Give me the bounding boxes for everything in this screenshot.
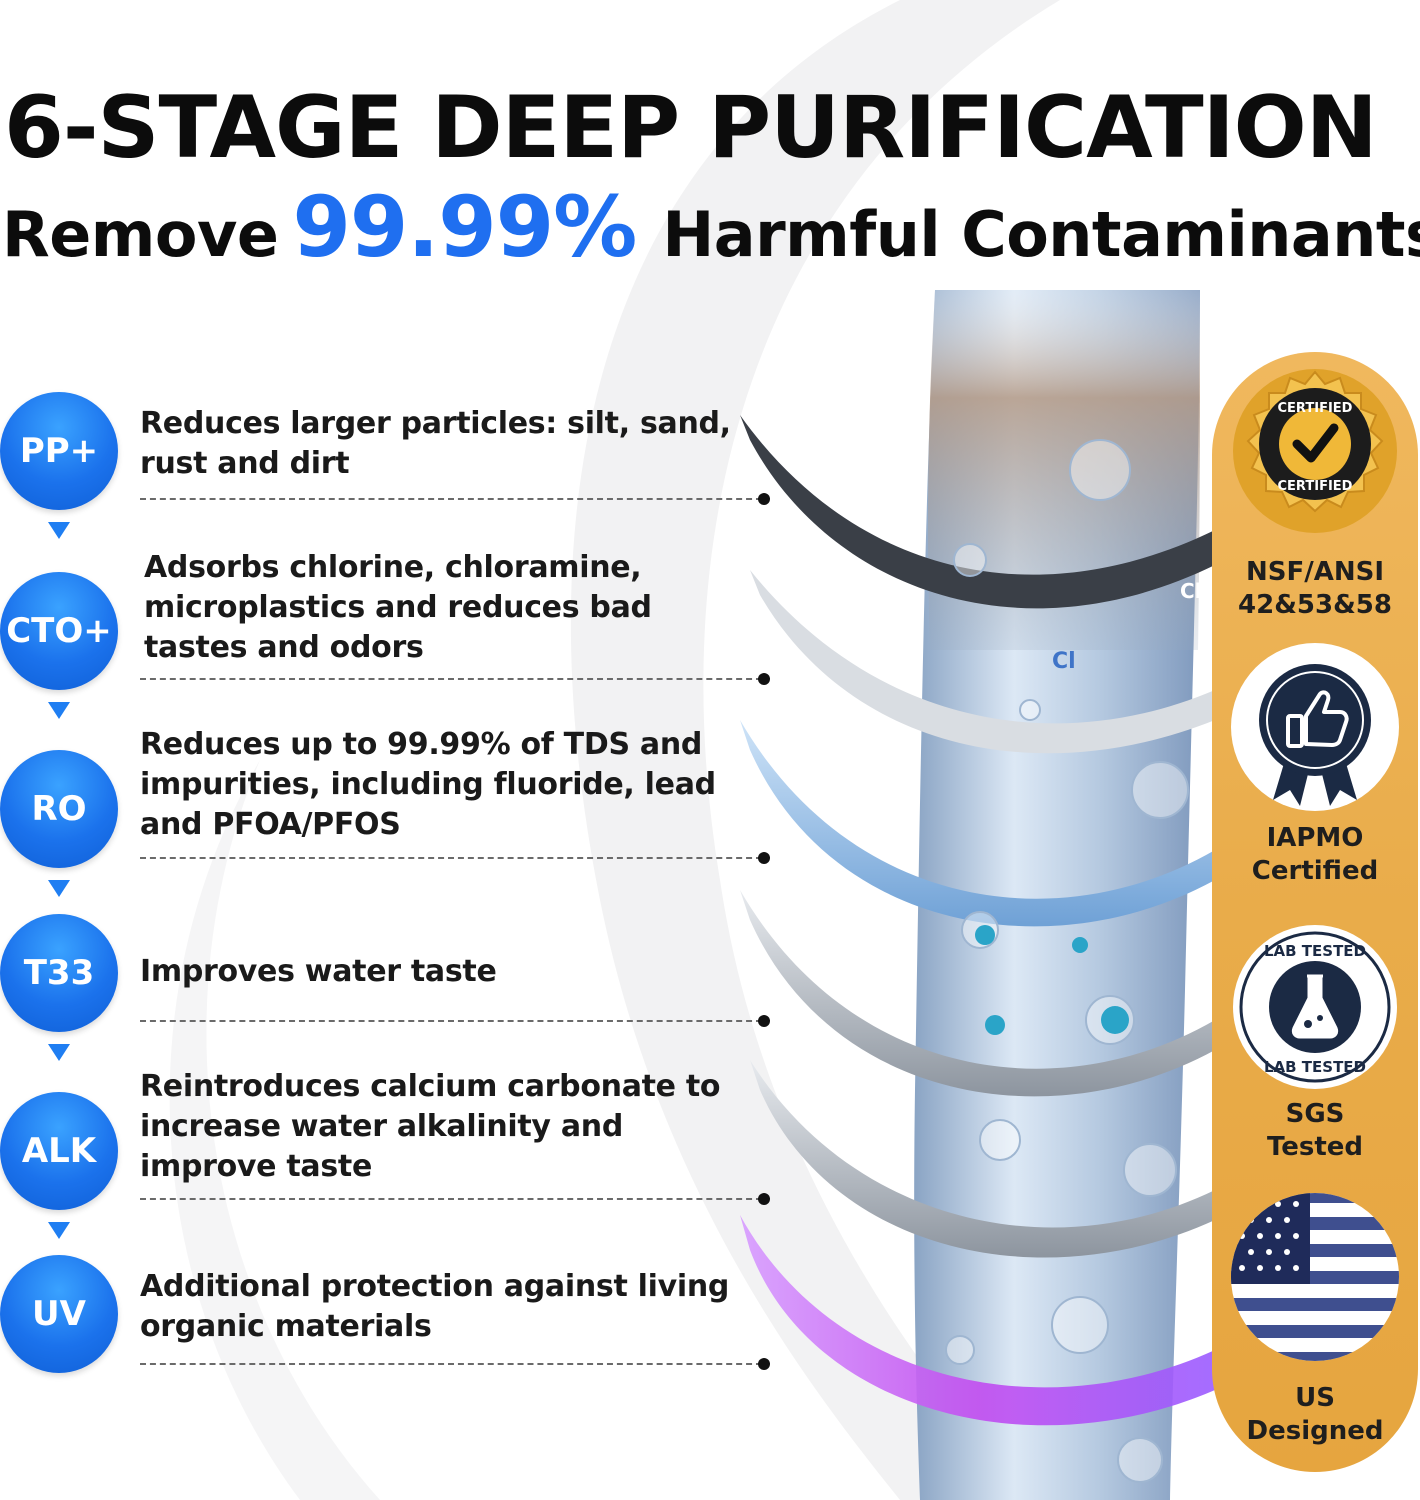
subtitle-prefix: Remove <box>2 198 279 271</box>
stage-badge: UV <box>0 1255 118 1373</box>
down-arrow-icon <box>48 522 70 539</box>
certified-seal-icon: CERTIFIED CERTIFIED <box>1233 369 1397 533</box>
stage-description: Additional protection against living org… <box>140 1269 730 1344</box>
stage-badge: ALK <box>0 1092 118 1210</box>
seal-text: CERTIFIED <box>1278 401 1353 416</box>
stage-description: Improves water taste <box>140 954 497 989</box>
stage-badge: T33 <box>0 914 118 1032</box>
seal-text: LAB TESTED <box>1264 942 1366 960</box>
stage-description: Adsorbs chlorine, chloramine, microplast… <box>144 550 652 665</box>
stage-divider <box>140 1015 770 1027</box>
cert-label-line1: IAPMO <box>1266 823 1364 853</box>
cert-label-line2: 42&53&58 <box>1238 590 1392 620</box>
subtitle-suffix: Harmful Contaminants <box>662 198 1420 271</box>
stage-divider <box>140 1193 770 1205</box>
cert-label-line1: NSF/ANSI <box>1245 557 1385 587</box>
cert-label-line2: Certified <box>1251 856 1379 886</box>
stage-divider <box>140 673 770 685</box>
cert-label-line2: Tested <box>1266 1132 1364 1162</box>
stage-divider <box>140 1358 770 1370</box>
cert-label-line1: SGS <box>1285 1099 1345 1129</box>
stage-badge: PP+ <box>0 392 118 510</box>
stage-list: PP+ Reduces larger particles: silt, sand… <box>0 392 770 1373</box>
down-arrow-icon <box>48 1222 70 1239</box>
stage-description: Reduces up to 99.99% of TDS and impuriti… <box>140 727 716 842</box>
down-arrow-icon <box>48 702 70 719</box>
thumbs-up-ribbon-icon <box>1231 643 1399 811</box>
stage-badge: CTO+ <box>0 572 118 690</box>
down-arrow-icon <box>48 880 70 897</box>
down-arrow-icon <box>48 1044 70 1061</box>
stage-divider <box>140 493 770 505</box>
filter-layers-illustration: Cl Cl <box>740 290 1215 1500</box>
page-title: 6-STAGE DEEP PURIFICATION <box>4 78 1378 178</box>
seal-text: LAB TESTED <box>1264 1058 1366 1076</box>
stage-description: Reintroduces calcium carbonate to increa… <box>140 1069 721 1184</box>
stage-badge: RO <box>0 750 118 868</box>
chlorine-label-2: Cl <box>1052 649 1076 674</box>
lab-flask-icon: LAB TESTED LAB TESTED <box>1233 925 1397 1089</box>
cert-label-line1: US <box>1295 1383 1335 1413</box>
chlorine-label-1: Cl <box>1180 579 1202 603</box>
cert-label-line2: Designed <box>1246 1416 1384 1446</box>
us-flag-icon <box>1231 1193 1399 1361</box>
stage-divider <box>140 852 770 864</box>
removal-percentage: 99.99% <box>292 178 637 276</box>
seal-text: CERTIFIED <box>1278 479 1353 494</box>
stage-description: Reduces larger particles: silt, sand, ru… <box>140 406 731 481</box>
